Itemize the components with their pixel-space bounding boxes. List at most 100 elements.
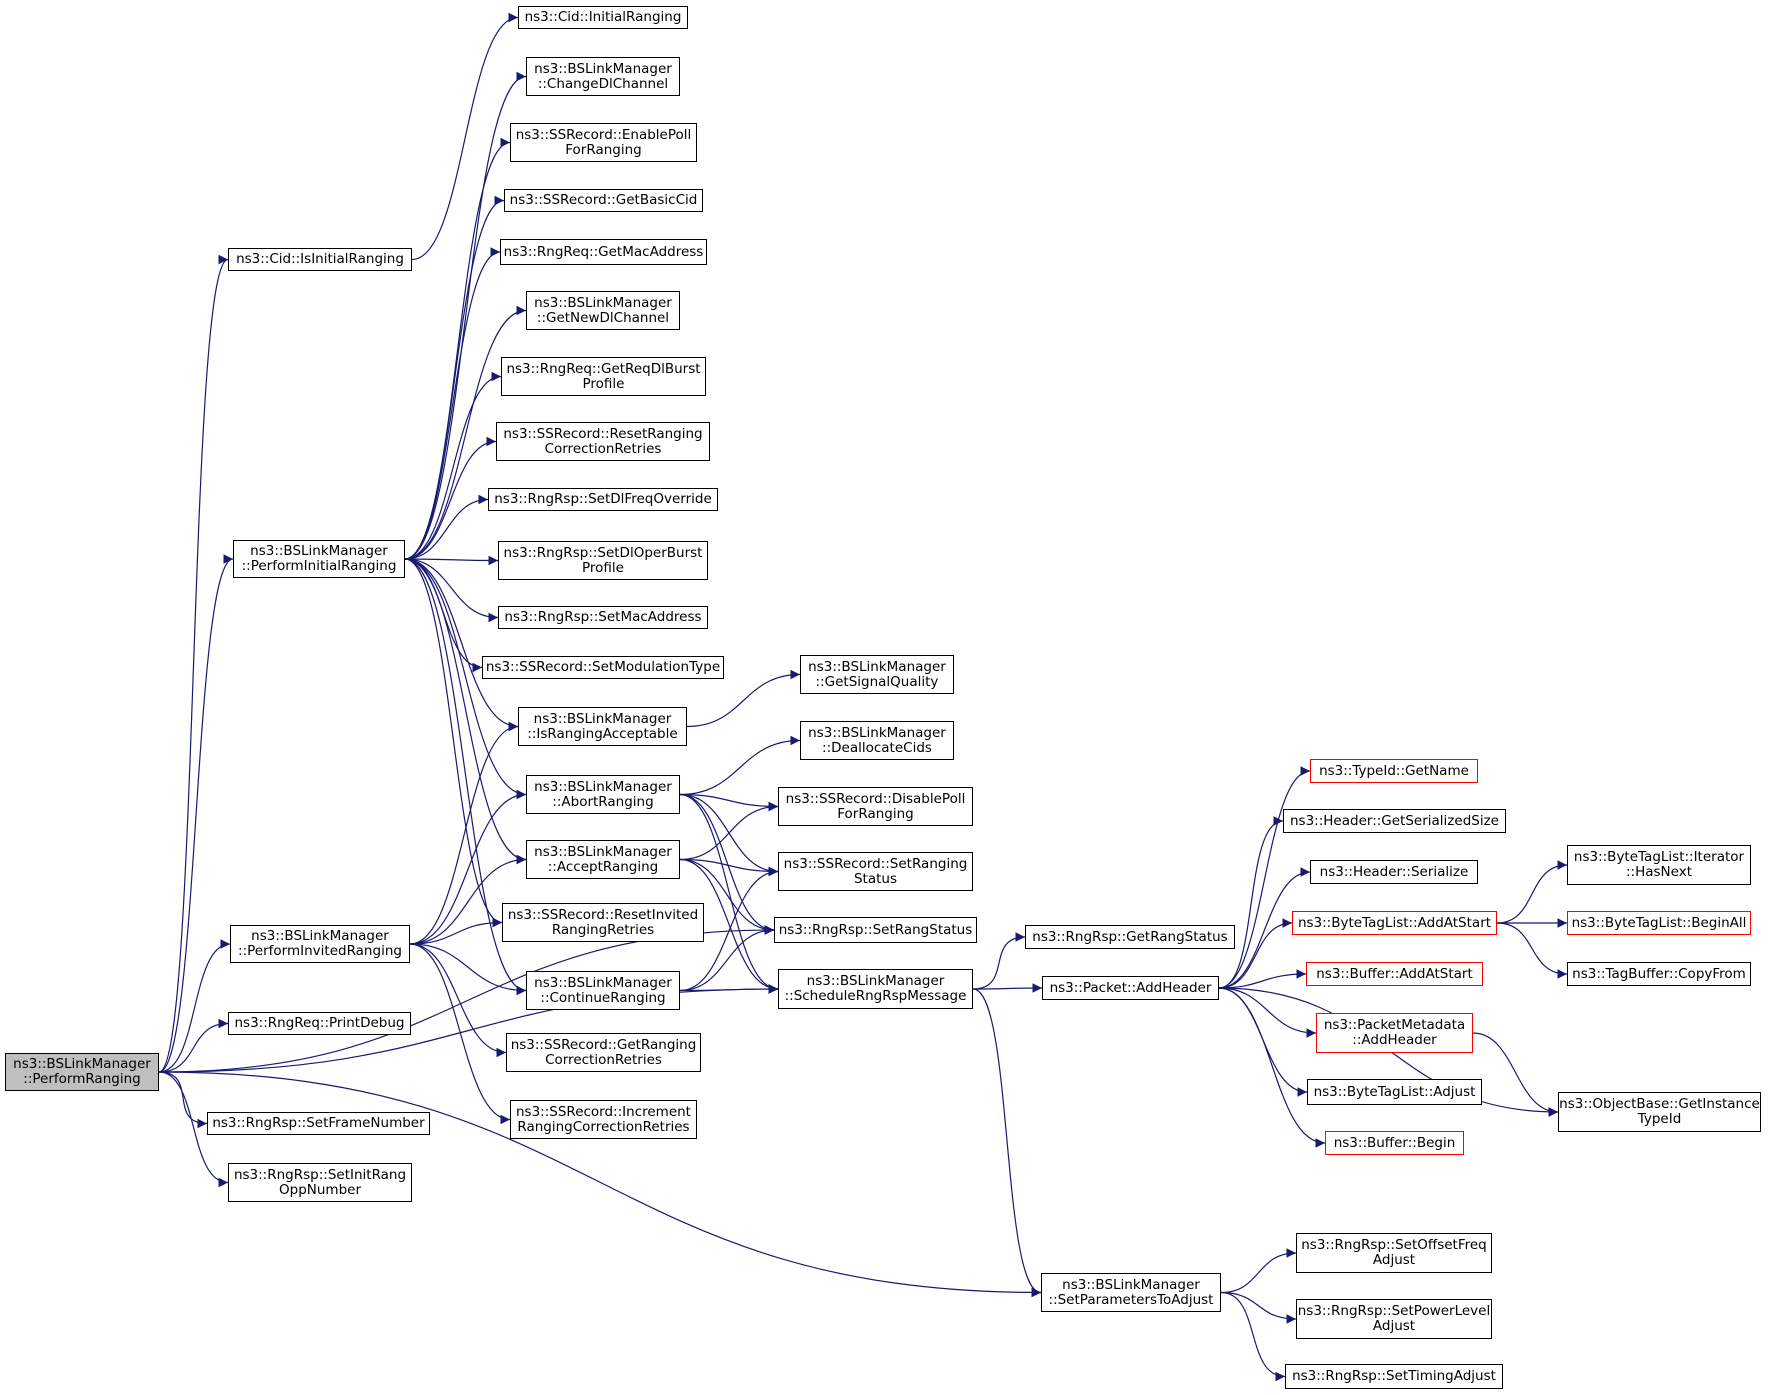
call-edge: [1496, 860, 1568, 924]
node-accept-ranging[interactable]: ns3::BSLinkManager ::AcceptRanging: [526, 840, 680, 879]
call-edge: [411, 12, 519, 261]
call-edge: [404, 247, 501, 560]
node-perform-invited-ranging[interactable]: ns3::BSLinkManager ::PerformInvitedRangi…: [230, 925, 410, 963]
call-edge: [1218, 867, 1311, 989]
call-edge: [409, 943, 527, 996]
call-edge: [679, 793, 779, 812]
node-set-timing-adjust[interactable]: ns3::RngRsp::SetTimingAdjust: [1285, 1364, 1503, 1389]
node-get-ranging-correction-retries[interactable]: ns3::SSRecord::GetRanging CorrectionRetr…: [506, 1033, 701, 1072]
call-edge: [409, 721, 519, 945]
node-get-basic-cid[interactable]: ns3::SSRecord::GetBasicCid: [504, 189, 703, 212]
call-edge: [158, 1071, 1042, 1298]
node-set-ranging-status[interactable]: ns3::SSRecord::SetRanging Status: [778, 852, 973, 891]
call-edge: [1220, 1291, 1286, 1382]
node-set-modulation-type[interactable]: ns3::SSRecord::SetModulationType: [482, 656, 724, 679]
call-edge: [1496, 922, 1568, 979]
node-bytetaglist-begin-all[interactable]: ns3::ByteTagList::BeginAll: [1567, 911, 1751, 935]
node-set-dl-oper-burst-profile[interactable]: ns3::RngRsp::SetDlOperBurst Profile: [498, 541, 708, 580]
call-edge: [679, 735, 801, 796]
node-schedule-rng-rsp-message[interactable]: ns3::BSLinkManager ::ScheduleRngRspMessa…: [778, 969, 973, 1009]
call-edge: [679, 984, 779, 994]
node-header-get-serialized-size[interactable]: ns3::Header::GetSerializedSize: [1283, 809, 1506, 833]
node-continue-ranging[interactable]: ns3::BSLinkManager ::ContinueRanging: [526, 971, 680, 1010]
node-deallocate-cids[interactable]: ns3::BSLinkManager ::DeallocateCids: [800, 721, 954, 760]
node-reset-ranging-correction-retries[interactable]: ns3::SSRecord::ResetRanging CorrectionRe…: [496, 422, 710, 461]
call-edge: [409, 789, 527, 945]
node-buffer-add-at-start[interactable]: ns3::Buffer::AddAtStart: [1306, 962, 1483, 986]
call-edge: [409, 854, 527, 945]
node-rngrsp-set-frame-number[interactable]: ns3::RngRsp::SetFrameNumber: [207, 1112, 430, 1135]
call-edge: [409, 943, 507, 1058]
call-edge: [1218, 766, 1311, 989]
node-disable-poll-for-ranging[interactable]: ns3::SSRecord::DisablePoll ForRanging: [778, 787, 973, 826]
call-edge: [1218, 969, 1307, 989]
node-perform-ranging[interactable]: ns3::BSLinkManager ::PerformRanging: [5, 1053, 159, 1091]
call-edge: [158, 254, 229, 1073]
call-edge: [1218, 987, 1326, 1148]
node-increment-ranging-correction-retries[interactable]: ns3::SSRecord::Increment RangingCorrecti…: [510, 1100, 697, 1139]
node-iterator-has-next[interactable]: ns3::ByteTagList::Iterator ::HasNext: [1567, 845, 1751, 885]
node-enable-poll-for-ranging[interactable]: ns3::SSRecord::EnablePoll ForRanging: [510, 123, 697, 162]
call-edge: [404, 436, 497, 560]
node-set-power-level-adjust[interactable]: ns3::RngRsp::SetPowerLevel Adjust: [1296, 1299, 1492, 1339]
call-edge: [404, 494, 489, 560]
call-edge: [1218, 816, 1284, 989]
node-change-dl-channel[interactable]: ns3::BSLinkManager ::ChangeDlChannel: [526, 57, 680, 96]
call-edge: [404, 558, 503, 928]
call-edge: [972, 988, 1042, 1298]
node-header-serialize[interactable]: ns3::Header::Serialize: [1310, 860, 1478, 884]
call-edge: [679, 858, 779, 994]
call-edge: [404, 558, 527, 800]
node-get-new-dl-channel[interactable]: ns3::BSLinkManager ::GetNewDlChannel: [526, 291, 680, 330]
node-get-signal-quality[interactable]: ns3::BSLinkManager ::GetSignalQuality: [800, 655, 954, 694]
call-edge: [679, 858, 779, 877]
node-packet-add-header[interactable]: ns3::Packet::AddHeader: [1042, 976, 1219, 1000]
call-edge: [679, 793, 775, 935]
node-rngrsp-set-rang-status[interactable]: ns3::RngRsp::SetRangStatus: [774, 917, 977, 943]
call-edge: [158, 1071, 208, 1129]
node-perform-initial-ranging[interactable]: ns3::BSLinkManager ::PerformInitialRangi…: [233, 540, 405, 578]
node-rngreq-print-debug[interactable]: ns3::RngReq::PrintDebug: [228, 1012, 411, 1035]
call-edge: [404, 71, 527, 560]
call-edge: [409, 943, 511, 1125]
call-edge: [679, 793, 779, 994]
node-cid-is-initial-ranging[interactable]: ns3::Cid::IsInitialRanging: [228, 248, 412, 271]
node-rngrsp-set-mac-address[interactable]: ns3::RngRsp::SetMacAddress: [498, 606, 708, 629]
node-set-offset-freq-adjust[interactable]: ns3::RngRsp::SetOffsetFreq Adjust: [1296, 1233, 1492, 1273]
call-edge: [158, 1071, 229, 1188]
call-edge: [1472, 1032, 1559, 1117]
node-bytetaglist-add-at-start[interactable]: ns3::ByteTagList::AddAtStart: [1292, 911, 1497, 935]
node-rngreq-get-mac-address[interactable]: ns3::RngReq::GetMacAddress: [500, 239, 707, 265]
node-set-parameters-to-adjust[interactable]: ns3::BSLinkManager ::SetParametersToAdju…: [1041, 1273, 1221, 1312]
call-edge: [1218, 987, 1317, 1038]
call-edge: [1218, 918, 1293, 989]
call-edge: [404, 371, 502, 560]
call-edge: [404, 305, 527, 560]
call-edge: [1220, 1248, 1297, 1294]
node-bytetaglist-adjust[interactable]: ns3::ByteTagList::Adjust: [1307, 1079, 1482, 1105]
node-is-ranging-acceptable[interactable]: ns3::BSLinkManager ::IsRangingAcceptable: [518, 707, 687, 746]
node-rngrsp-set-init-rang-opp-number[interactable]: ns3::RngRsp::SetInitRang OppNumber: [228, 1163, 412, 1202]
call-edge: [404, 555, 499, 566]
node-reset-invited-ranging-retries[interactable]: ns3::SSRecord::ResetInvited RangingRetri…: [502, 903, 704, 942]
call-edge: [404, 558, 527, 865]
node-typeid-get-name[interactable]: ns3::TypeId::GetName: [1310, 759, 1478, 783]
call-edge: [1220, 1291, 1297, 1324]
node-abort-ranging[interactable]: ns3::BSLinkManager ::AbortRanging: [526, 775, 680, 814]
node-get-req-dl-burst-profile[interactable]: ns3::RngReq::GetReqDlBurst Profile: [501, 357, 706, 396]
call-edge: [409, 917, 503, 945]
call-edge: [972, 983, 1043, 993]
call-edge: [158, 1018, 229, 1073]
node-packetmetadata-add-header[interactable]: ns3::PacketMetadata ::AddHeader: [1316, 1013, 1473, 1053]
node-rngrsp-get-rang-status[interactable]: ns3::RngRsp::GetRangStatus: [1025, 925, 1235, 949]
node-buffer-begin[interactable]: ns3::Buffer::Begin: [1325, 1131, 1464, 1155]
call-edge: [158, 554, 234, 1073]
node-set-dl-freq-override[interactable]: ns3::RngRsp::SetDlFreqOverride: [488, 488, 718, 511]
node-cid-initial-ranging[interactable]: ns3::Cid::InitialRanging: [518, 6, 688, 29]
node-get-instance-type-id[interactable]: ns3::ObjectBase::GetInstance TypeId: [1558, 1092, 1761, 1132]
call-edge: [679, 801, 779, 861]
call-edge: [972, 932, 1026, 990]
node-tagbuffer-copy-from[interactable]: ns3::TagBuffer::CopyFrom: [1567, 962, 1751, 986]
call-edge: [679, 866, 779, 992]
